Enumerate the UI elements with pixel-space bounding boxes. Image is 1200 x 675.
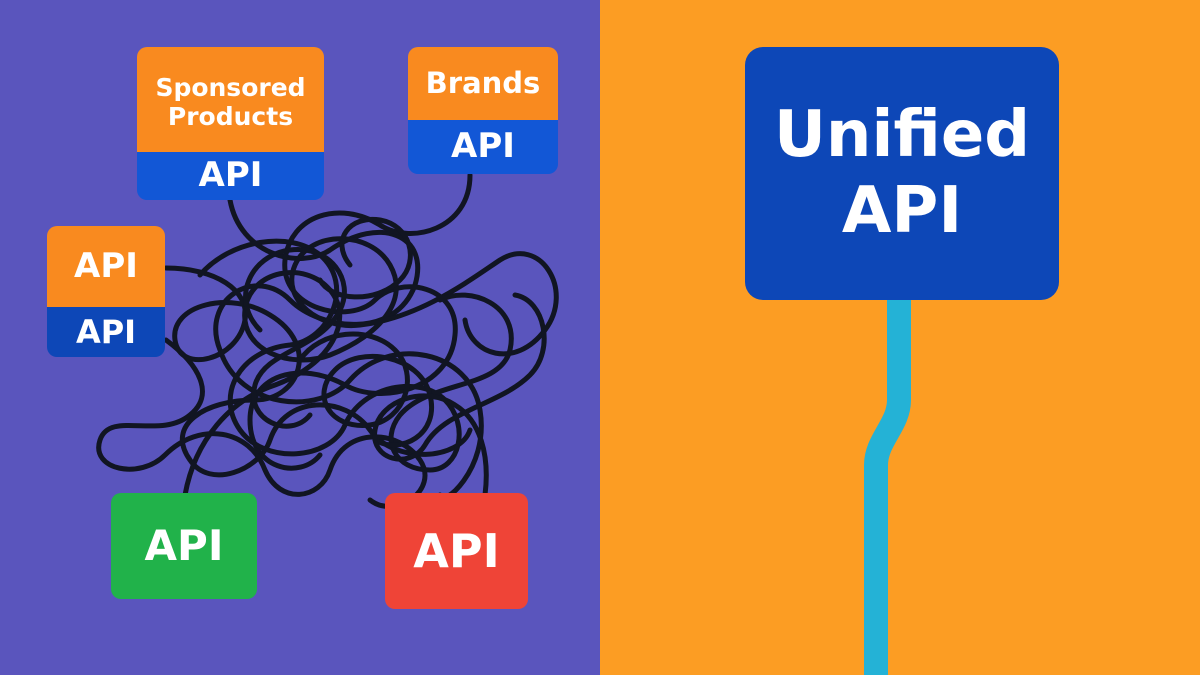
brands-label: Brands [408,47,558,120]
stacked-api-top-label: API [47,226,165,307]
tangled-wire [243,247,347,429]
unified-api-label: Unified API [745,47,1059,300]
green-api-label: API [111,493,257,599]
tangled-wire [182,236,559,498]
sponsored-products-api-label: API [137,152,324,200]
unified-label-line-1: Unified [773,97,1031,172]
tangled-wire [197,238,514,473]
unified-api-box: Unified API [745,47,1059,300]
red-api-label: API [385,493,528,609]
brands-api-box: Brands API [408,47,558,174]
brands-api-label: API [408,120,558,174]
red-api-box: API [385,493,528,609]
tangled-wire [317,216,413,300]
unified-connection-pipe [864,298,911,675]
sponsored-products-label: Sponsored Products [137,47,324,152]
stacked-api-box: API API [47,226,165,357]
sponsored-products-api-box: Sponsored Products API [137,47,324,200]
unified-label-line-2: API [841,173,963,248]
tangled-wire [297,331,435,448]
tangled-wires [96,172,559,509]
stacked-api-bottom-label: API [47,307,165,357]
tangled-wire [372,292,547,498]
green-api-box: API [111,493,257,599]
